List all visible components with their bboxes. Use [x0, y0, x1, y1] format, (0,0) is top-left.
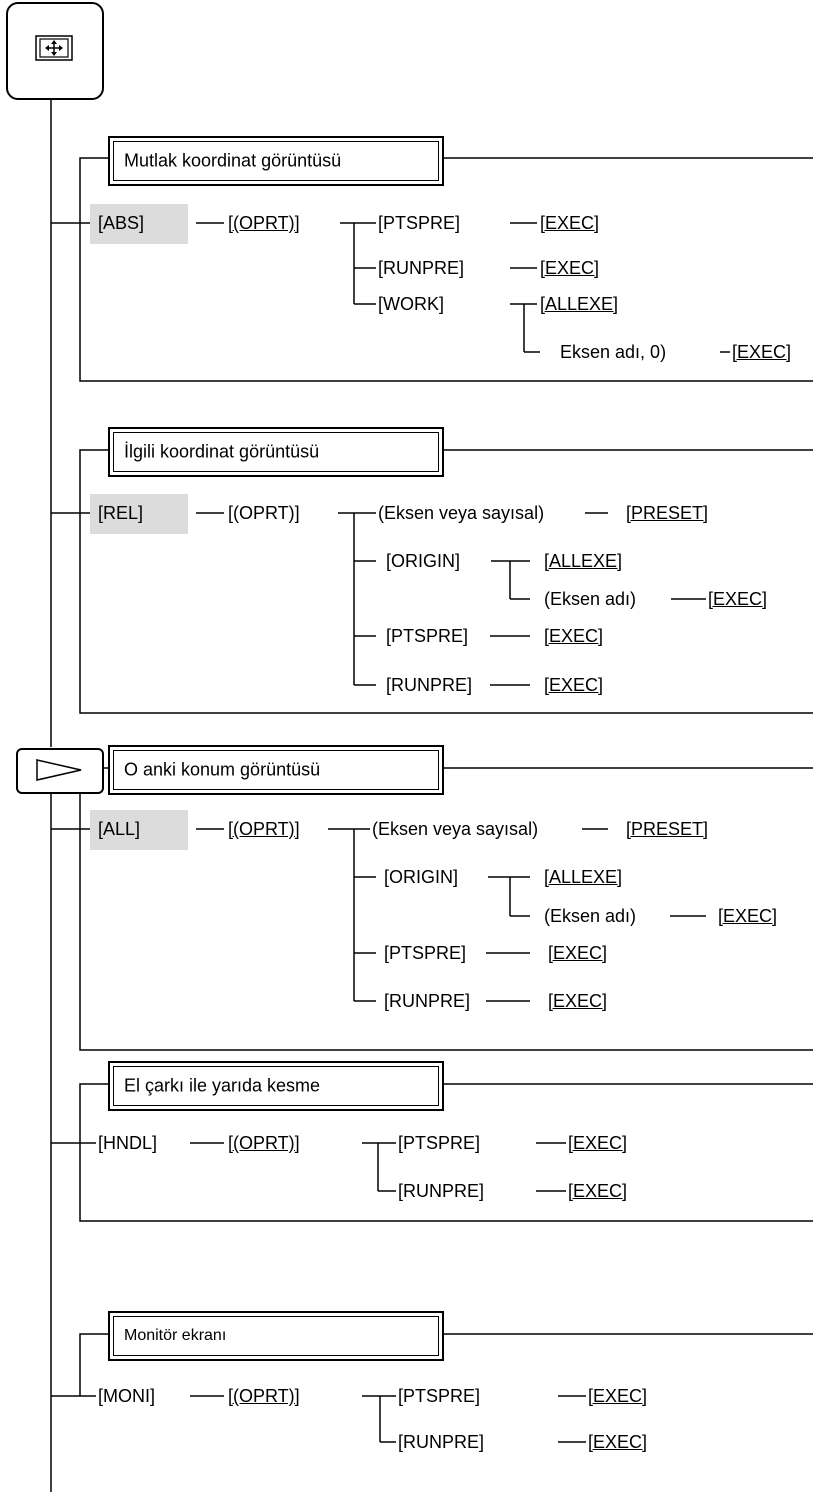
rel-ptspre-softkey[interactable]: [PTSPRE]	[386, 626, 469, 646]
all-axis-or-number-input: (Eksen veya sayısal)	[372, 819, 539, 839]
all-runpre-softkey[interactable]: [RUNPRE]	[384, 991, 471, 1011]
moni-runpre-exec-softkey[interactable]: [EXEC]	[588, 1432, 648, 1452]
moni-ptspre-exec-softkey[interactable]: [EXEC]	[588, 1386, 648, 1406]
abs-work-exec-softkey[interactable]: [EXEC]	[732, 342, 792, 362]
abs-runpre-softkey[interactable]: [RUNPRE]	[378, 258, 465, 278]
hndl-oprt-softkey[interactable]: [(OPRT)]	[228, 1133, 300, 1153]
hndl-title: El çarkı ile yarıda kesme	[124, 1075, 321, 1096]
rel-runpre-softkey[interactable]: [RUNPRE]	[386, 675, 473, 695]
moni-oprt-softkey[interactable]: [(OPRT)]	[228, 1386, 300, 1406]
all-runpre-exec-softkey[interactable]: [EXEC]	[548, 991, 608, 1011]
hndl-ptspre-exec-softkey[interactable]: [EXEC]	[568, 1133, 628, 1153]
abs-title: Mutlak koordinat görüntüsü	[124, 150, 342, 171]
all-ptspre-softkey[interactable]: [PTSPRE]	[384, 943, 467, 963]
all-origin-exec-softkey[interactable]: [EXEC]	[718, 906, 778, 926]
moni-title: Monitör ekranı	[124, 1327, 227, 1344]
hndl-softkey[interactable]: [HNDL]	[98, 1133, 158, 1153]
abs-axis-name-input: Eksen adı, 0)	[560, 342, 667, 362]
moni-runpre-softkey[interactable]: [RUNPRE]	[398, 1432, 485, 1452]
rel-oprt-softkey[interactable]: [(OPRT)]	[228, 503, 300, 523]
hndl-runpre-softkey[interactable]: [RUNPRE]	[398, 1181, 485, 1201]
moni-ptspre-softkey[interactable]: [PTSPRE]	[398, 1386, 481, 1406]
rel-preset-softkey[interactable]: [PRESET]	[626, 503, 709, 523]
rel-title: İlgili koordinat görüntüsü	[124, 441, 320, 462]
moni-title-box: Monitör ekranı	[108, 1311, 444, 1361]
abs-softkey[interactable]: [ABS]	[98, 213, 145, 233]
rel-origin-softkey[interactable]: [ORIGIN]	[386, 551, 461, 571]
hndl-runpre-exec-softkey[interactable]: [EXEC]	[568, 1181, 628, 1201]
abs-ptspre-softkey[interactable]: [PTSPRE]	[378, 213, 461, 233]
abs-oprt-softkey[interactable]: [(OPRT)]	[228, 213, 300, 233]
all-ptspre-exec-softkey[interactable]: [EXEC]	[548, 943, 608, 963]
position-icon	[35, 35, 73, 61]
abs-ptspre-exec-softkey[interactable]: [EXEC]	[540, 213, 600, 233]
all-oprt-softkey[interactable]: [(OPRT)]	[228, 819, 300, 839]
rel-origin-exec-softkey[interactable]: [EXEC]	[708, 589, 768, 609]
abs-work-softkey[interactable]: [WORK]	[378, 294, 444, 314]
rel-axis-or-number-input: (Eksen veya sayısal)	[378, 503, 545, 523]
rel-title-box: İlgili koordinat görüntüsü	[108, 427, 444, 477]
rel-ptspre-exec-softkey[interactable]: [EXEC]	[544, 626, 604, 646]
moni-softkey[interactable]: [MONI]	[98, 1386, 155, 1406]
rel-runpre-exec-softkey[interactable]: [EXEC]	[544, 675, 604, 695]
rel-axis-name-input: (Eksen adı)	[544, 589, 637, 609]
all-preset-softkey[interactable]: [PRESET]	[626, 819, 709, 839]
all-axis-name-input: (Eksen adı)	[544, 906, 637, 926]
all-origin-softkey[interactable]: [ORIGIN]	[384, 867, 459, 887]
next-arrow-icon	[36, 759, 82, 781]
hndl-title-box: El çarkı ile yarıda kesme	[108, 1061, 444, 1111]
next-menu-key[interactable]	[16, 748, 104, 794]
all-title: O anki konum görüntüsü	[124, 759, 321, 780]
rel-allexe-softkey[interactable]: [ALLEXE]	[544, 551, 623, 571]
abs-title-box: Mutlak koordinat görüntüsü	[108, 136, 444, 186]
rel-softkey[interactable]: [REL]	[98, 503, 144, 523]
all-allexe-softkey[interactable]: [ALLEXE]	[544, 867, 623, 887]
abs-allexe-softkey[interactable]: [ALLEXE]	[540, 294, 619, 314]
hndl-ptspre-softkey[interactable]: [PTSPRE]	[398, 1133, 481, 1153]
all-title-box: O anki konum görüntüsü	[108, 745, 444, 795]
abs-runpre-exec-softkey[interactable]: [EXEC]	[540, 258, 600, 278]
all-softkey[interactable]: [ALL]	[98, 819, 141, 839]
position-function-key[interactable]	[6, 2, 104, 100]
